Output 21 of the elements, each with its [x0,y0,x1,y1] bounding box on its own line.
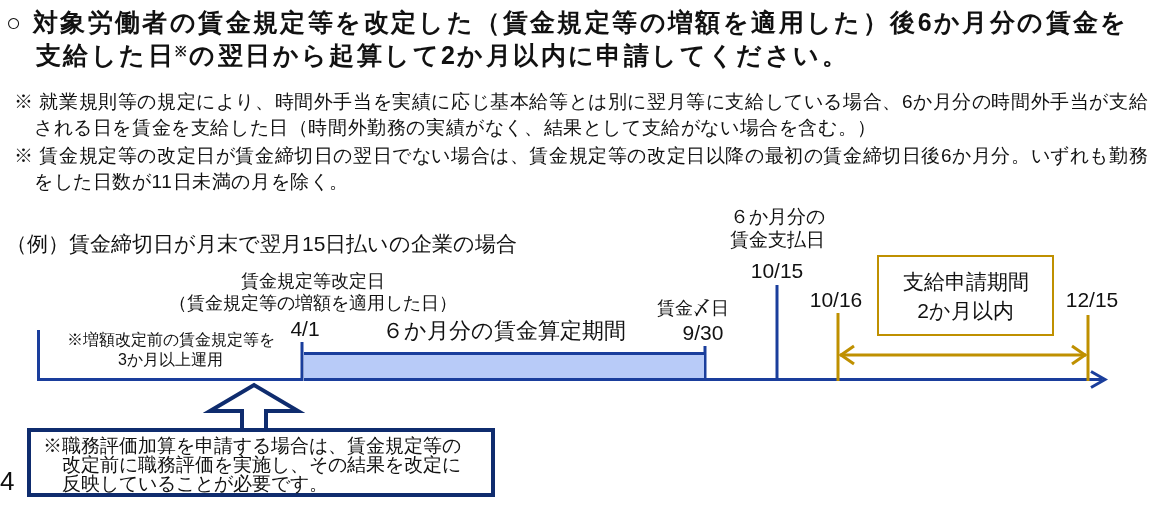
period-box [877,255,1054,336]
period-title: 支給申請期間 [902,269,1029,295]
note-box [27,428,495,497]
event-label: ６か月分の賃金支払日 [728,205,826,251]
date-label: 10/15 [750,258,804,284]
event-label: （賃金規定等の増額を適用した日） [169,292,457,314]
heading: ○ 対象労働者の賃金規定等を改定した（賃金規定等の増額を適用した）後6か月分の賃金を支給した日$^{※}$の翌日から起算して2か月以内に申請してください。 [6,7,1130,71]
event-label: 賃金〆日 [657,297,729,319]
period-label: ６か月分の賃金算定期間 [382,317,626,345]
period-label: ※増額改定前の賃金規定等を3か月以上運用 [65,330,276,370]
footnote-text: ※ 就業規則等の規定により、時間外手当を実績に応じ基本給等とは別に翌月等に支給している場合、6か月分の時間外手当が支給される日を賃金を支給した日（時間外勤務の実績がなく、結果として支給がない場合を含む。） [14,90,1150,140]
event-label: 賃金規定等改定日 [241,270,385,292]
date-label: 10/16 [809,287,863,313]
date-label: 4/1 [290,316,320,342]
footnote-text: ※ 賃金規定等の改定日が賃金締切日の翌日でない場合は、賃金規定等の改定日以降の最初の賃金締切日後6か月分。いずれも勤務をした日数が11日未満の月を除く。 [14,144,1150,194]
date-label: 9/30 [682,320,724,346]
page-number: 4 [0,466,15,496]
example-heading: （例）賃金締切日が月末で翌月15日払いの企業の場合 [6,231,518,257]
date-label: 12/15 [1065,287,1119,313]
period-duration: 2か月以内 [917,298,1014,324]
note-text: ※職務評価加算を申請する場合は、賃金規定等の改定前に職務評価を実施し、その結果を改定に反映していることが必要です。 [43,436,462,493]
